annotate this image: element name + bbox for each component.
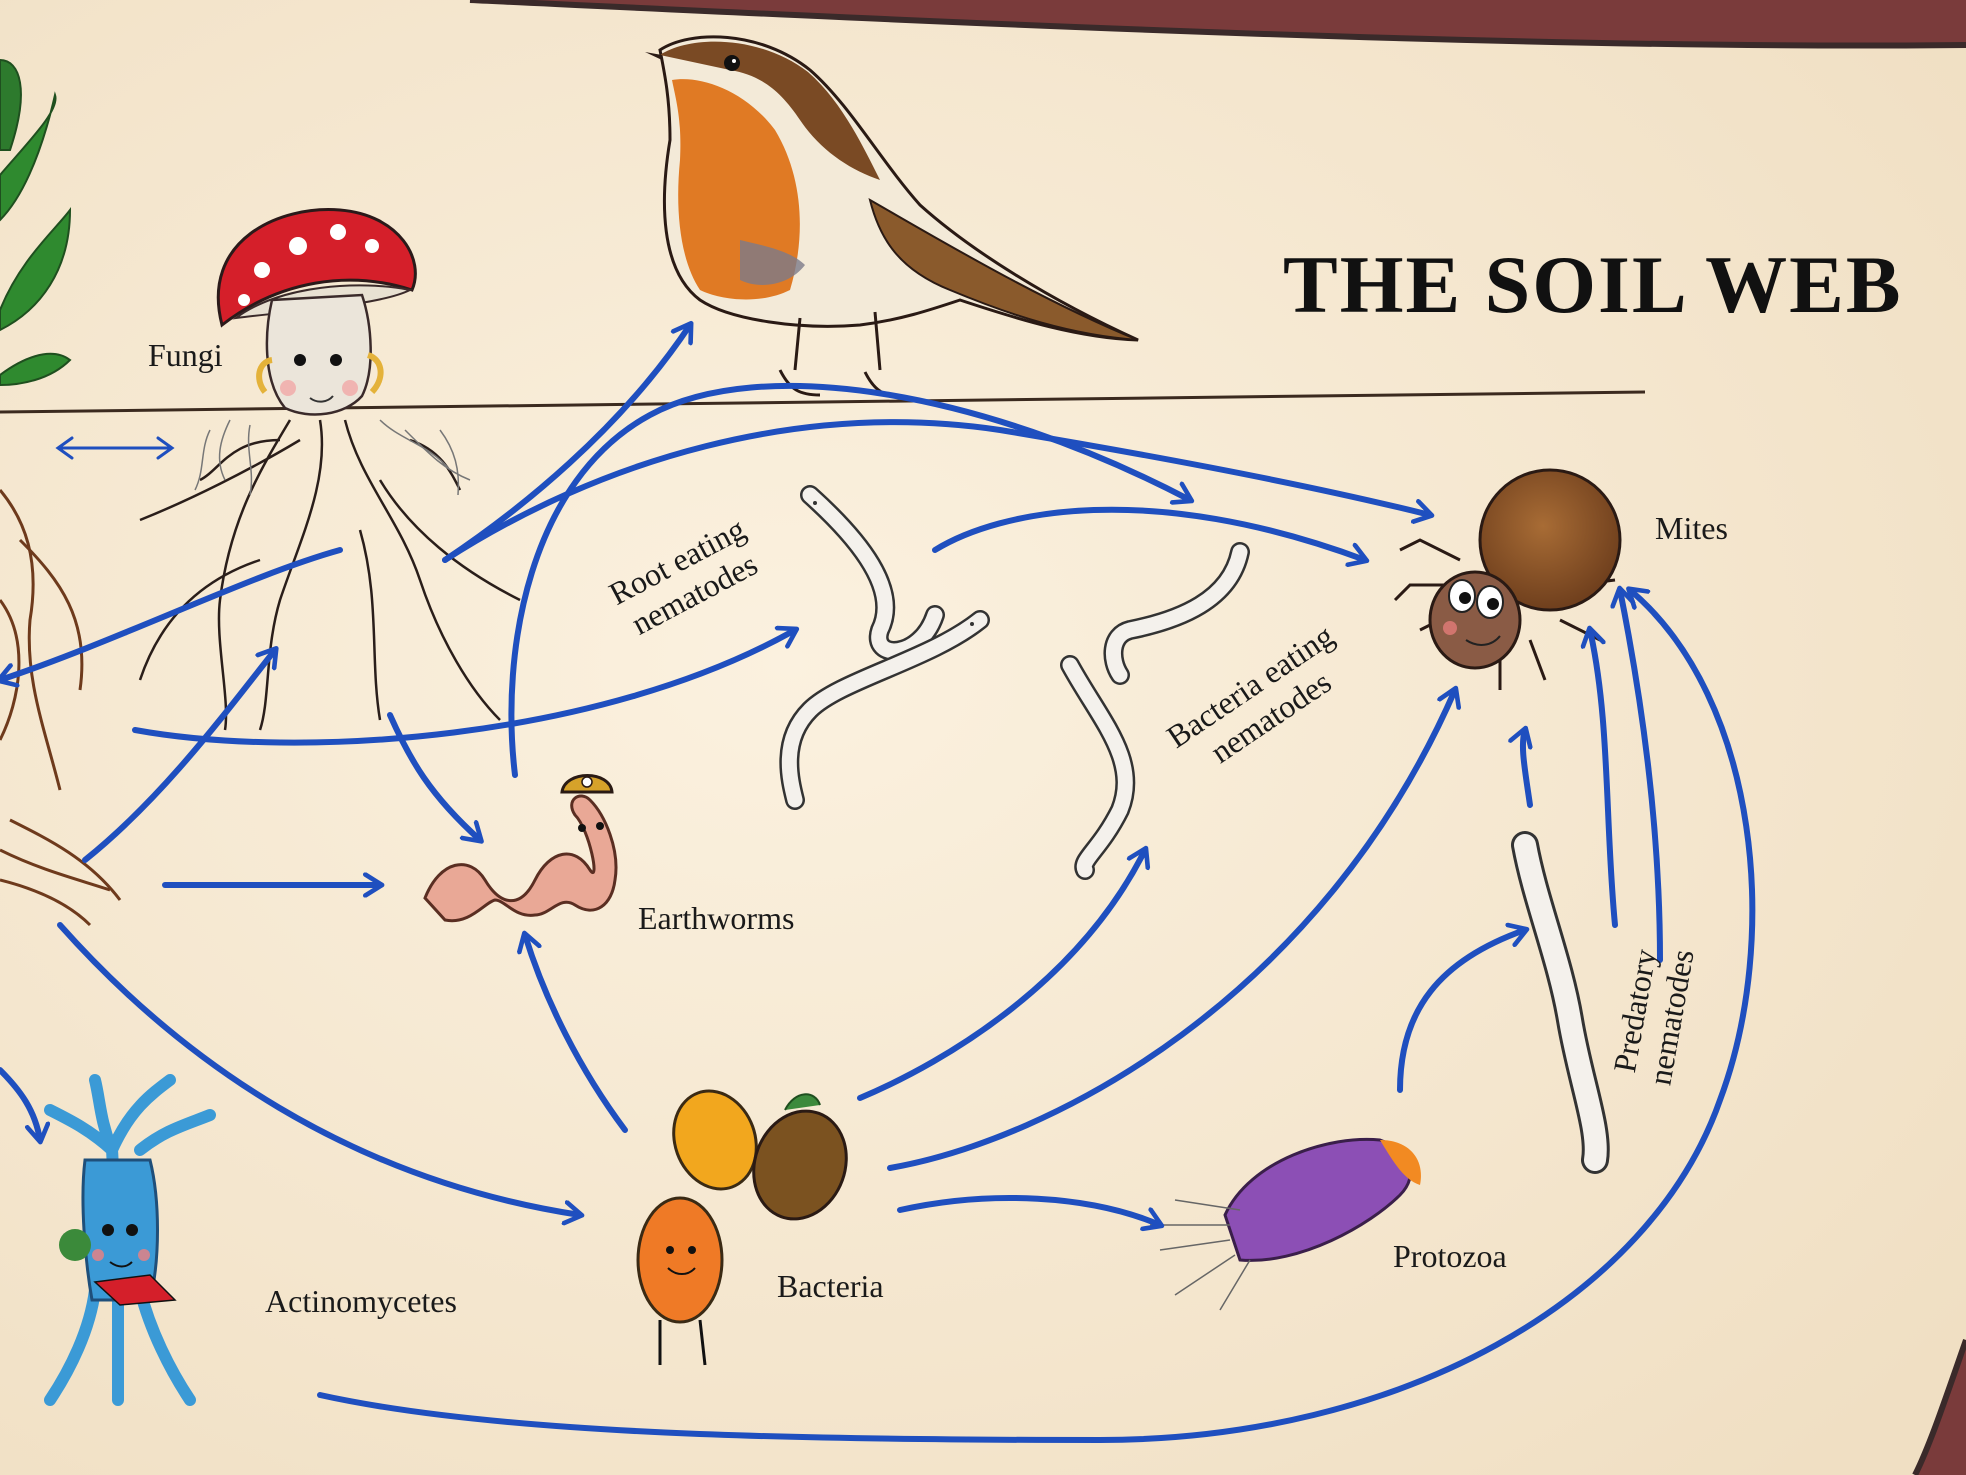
label-protozoa: Protozoa — [1393, 1238, 1507, 1275]
label-actinomycetes: Actinomycetes — [265, 1283, 457, 1320]
label-fungi: Fungi — [148, 337, 223, 374]
label-bacteria: Bacteria — [777, 1268, 884, 1305]
label-earthworms: Earthworms — [638, 900, 794, 937]
page-title: THE SOIL WEB — [1283, 238, 1903, 332]
label-mites: Mites — [1655, 510, 1728, 547]
